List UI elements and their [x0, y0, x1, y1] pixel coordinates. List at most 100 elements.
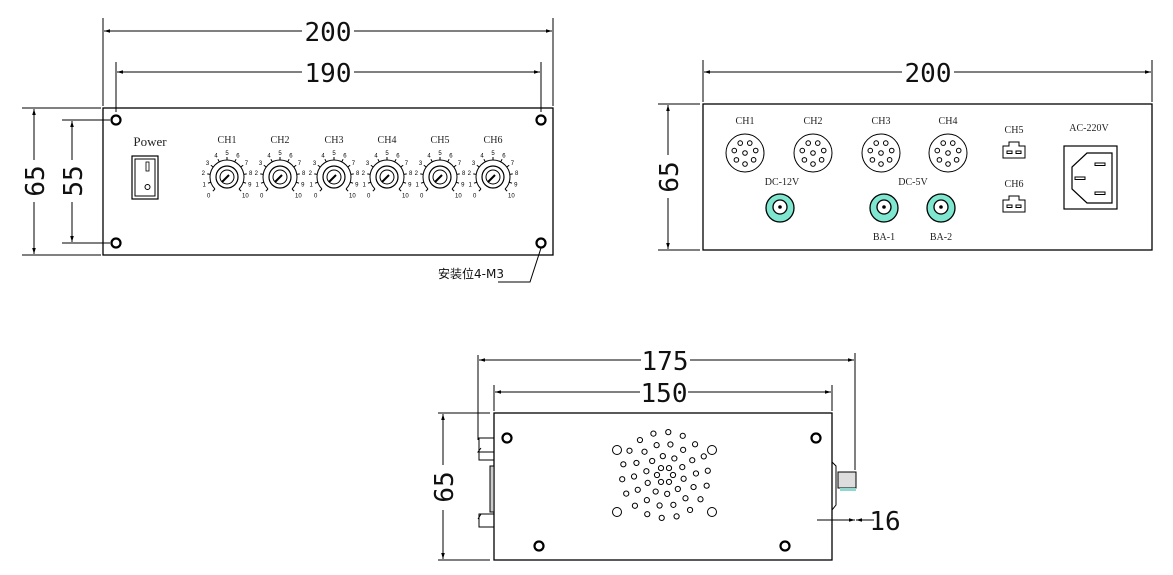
- scale-tick-label: 1: [310, 182, 314, 188]
- scale-tick-label: 10: [242, 193, 249, 199]
- scale-tick-label: 0: [207, 193, 211, 199]
- power-switch[interactable]: [131, 155, 159, 200]
- mount-hole: [110, 237, 122, 249]
- scale-tick-label: 3: [366, 161, 370, 167]
- mount-hole: [535, 114, 547, 126]
- scale-tick-label: 3: [472, 161, 476, 167]
- body-length-dimension: 150: [641, 379, 688, 409]
- scale-tick-label: 1: [363, 182, 367, 188]
- channel-label: CH2: [271, 135, 290, 146]
- scale-tick-label: 4: [374, 154, 378, 160]
- scale-tick-label: 4: [427, 154, 431, 160]
- mount-holes: [110, 114, 547, 249]
- rear-connector-ch1[interactable]: CH1: [725, 116, 765, 173]
- scale-tick-label: 7: [511, 161, 515, 167]
- scale-tick-label: 7: [298, 161, 302, 167]
- scale-tick-label: 1: [256, 182, 260, 188]
- scale-tick-label: 0: [420, 193, 424, 199]
- scale-tick-label: 2: [468, 171, 472, 177]
- scale-tick-label: 6: [502, 154, 506, 160]
- scale-tick-label: 10: [402, 193, 409, 199]
- ba1-label: BA-1: [873, 232, 895, 243]
- rear-round-connectors: CH1 CH2 CH3 CH4: [725, 116, 968, 173]
- scale-tick-label: 4: [480, 154, 484, 160]
- enclosure-screws: [501, 432, 822, 552]
- scale-tick-label: 5: [225, 151, 229, 157]
- dc5-label: DC-5V: [898, 177, 928, 188]
- scale-tick-label: 2: [415, 171, 419, 177]
- scale-tick-label: 4: [214, 154, 218, 160]
- front-hole-height-dimension: 55: [59, 165, 89, 196]
- scale-tick-label: 8: [356, 171, 360, 177]
- side-view: 175 150 65 16: [430, 347, 901, 561]
- side-height-dimension: 65: [430, 471, 460, 502]
- scale-tick-label: 9: [408, 182, 412, 188]
- scale-tick-label: 8: [515, 171, 519, 177]
- front-height-dimension: 65: [21, 165, 51, 196]
- channel-label: CH4: [378, 135, 397, 146]
- scale-tick-label: 5: [491, 151, 495, 157]
- side-power-switch: [831, 461, 857, 511]
- ch5-label: CH5: [1005, 125, 1024, 136]
- front-width-dimension: 200: [305, 18, 352, 48]
- scale-tick-label: 9: [461, 182, 465, 188]
- dc12-bnc-jack[interactable]: [765, 193, 795, 223]
- scale-tick-label: 9: [514, 182, 518, 188]
- scale-tick-label: 10: [349, 193, 356, 199]
- left-side-connectors: [477, 437, 495, 528]
- mount-hole: [535, 237, 547, 249]
- rear-connector-ch4[interactable]: CH4: [928, 116, 968, 173]
- scale-tick-label: 6: [449, 154, 453, 160]
- scale-tick-label: 2: [309, 171, 313, 177]
- scale-tick-label: 2: [255, 171, 259, 177]
- ch6-connector[interactable]: [1002, 195, 1026, 213]
- ba2-bnc-jack[interactable]: [926, 193, 956, 223]
- scale-tick-label: 2: [362, 171, 366, 177]
- ch6-label: CH6: [1005, 179, 1024, 190]
- scale-tick-label: 4: [321, 154, 325, 160]
- scale-tick-label: 6: [343, 154, 347, 160]
- rear-connector-ch3[interactable]: CH3: [861, 116, 901, 173]
- scale-tick-label: 7: [405, 161, 409, 167]
- rear-height-dimension: 65: [655, 161, 685, 192]
- scale-tick-label: 7: [352, 161, 356, 167]
- ac-power-socket[interactable]: [1063, 145, 1118, 210]
- scale-tick-label: 8: [409, 171, 413, 177]
- scale-tick-label: 0: [314, 193, 318, 199]
- scale-tick-label: 2: [202, 171, 206, 177]
- scale-tick-label: 4: [267, 154, 271, 160]
- scale-tick-label: 6: [396, 154, 400, 160]
- channel-label: CH3: [325, 135, 344, 146]
- connector-label: CH2: [804, 116, 823, 127]
- scale-tick-label: 5: [278, 151, 282, 157]
- front-hole-spacing-dimension: 190: [305, 59, 352, 89]
- scale-tick-label: 8: [302, 171, 306, 177]
- scale-tick-label: 9: [248, 182, 252, 188]
- ac-label: AC-220V: [1069, 123, 1109, 134]
- rear-connector-ch2[interactable]: CH2: [793, 116, 833, 173]
- connector-label: CH1: [736, 116, 755, 127]
- scale-tick-label: 8: [462, 171, 466, 177]
- power-label: Power: [133, 134, 167, 149]
- scale-tick-label: 3: [419, 161, 423, 167]
- scale-tick-label: 1: [416, 182, 420, 188]
- front-panel-outline: [102, 107, 554, 256]
- scale-tick-label: 0: [473, 193, 477, 199]
- ba1-bnc-jack[interactable]: [869, 193, 899, 223]
- rear-panel-outline: [702, 103, 1153, 251]
- scale-tick-label: 9: [355, 182, 359, 188]
- rear-width-dimension: 200: [905, 59, 952, 89]
- scale-tick-label: 5: [332, 151, 336, 157]
- ch5-connector[interactable]: [1002, 141, 1026, 159]
- scale-tick-label: 5: [385, 151, 389, 157]
- scale-tick-label: 7: [245, 161, 249, 167]
